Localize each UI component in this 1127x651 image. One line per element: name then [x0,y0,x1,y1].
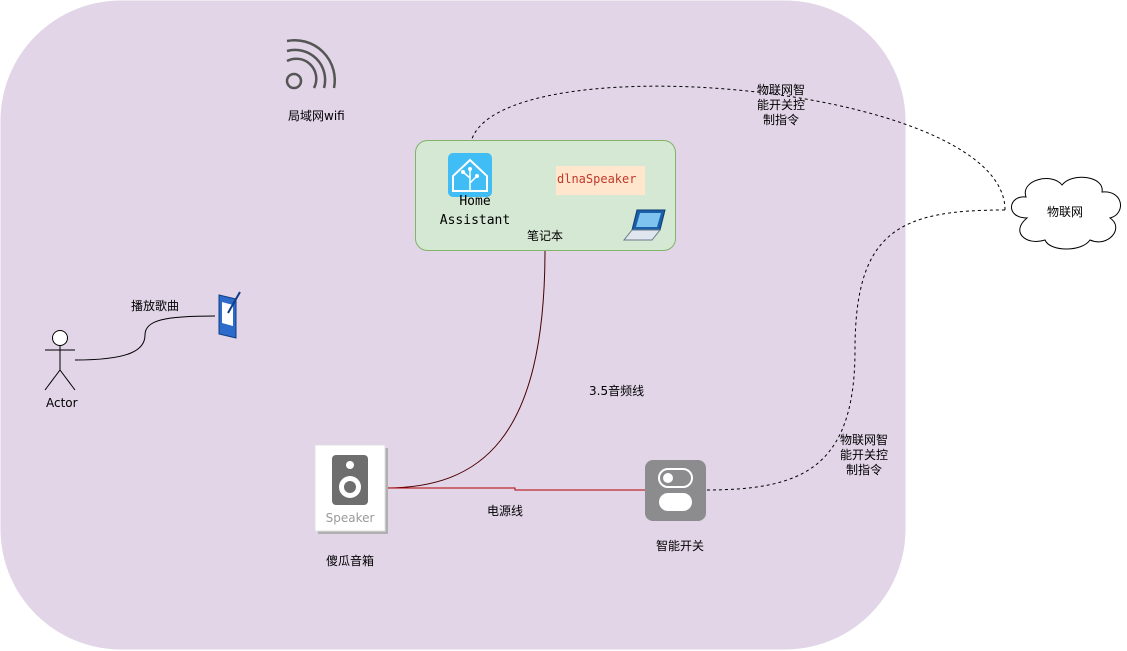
play-song-connector [74,315,216,361]
home-assistant-icon [448,153,492,197]
audio-cable-connector [384,249,546,489]
actor-icon [44,330,76,391]
iot-command-label-top: 物联网智能开关控制指令 [756,83,805,127]
pda-icon [218,291,241,339]
wifi-icon [285,39,336,90]
audio-cable-label: 3.5音频线 [589,384,645,398]
laptop-icon [622,209,666,241]
cloud-icon [1011,176,1121,250]
smart-switch-icon [645,460,706,521]
wifi-label: 局域网wifi [288,109,345,123]
speaker-icon [314,444,388,534]
dlna-speaker-label: dlnaSpeaker [557,172,637,186]
power-line-connector [385,487,645,491]
play-song-label: 播放歌曲 [131,299,180,313]
laptop-label: 笔记本 [527,229,564,243]
dlna-box [556,166,645,195]
iot-command-connector-top [469,85,1006,211]
cloud-label: 物联网 [1047,205,1084,219]
speaker-icon-text: Speaker [325,511,375,525]
home-assistant-label: Home Assistant [439,194,511,228]
speaker-label: 傻瓜音箱 [326,554,375,568]
actor-label: Actor [46,396,78,410]
smart-switch-label: 智能开关 [656,539,705,553]
power-line-label: 电源线 [487,504,524,518]
iot-command-label-bottom: 物联网智能开关控制指令 [839,433,888,477]
